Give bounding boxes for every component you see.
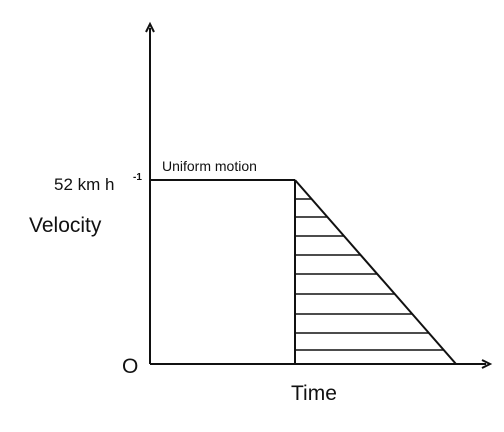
y-axis-label: Velocity [29, 214, 102, 237]
y-axis-arrowhead [145, 21, 155, 33]
hatched-area [295, 198, 456, 351]
velocity-unit-exponent: -1 [133, 172, 142, 183]
velocity-value-label: 52 km h [54, 175, 114, 194]
origin-label: O [122, 355, 138, 378]
deceleration-line [294, 179, 457, 365]
x-axis-label: Time [291, 382, 337, 405]
uniform-motion-label: Uniform motion [162, 158, 257, 174]
x-axis-arrowhead [481, 359, 493, 369]
